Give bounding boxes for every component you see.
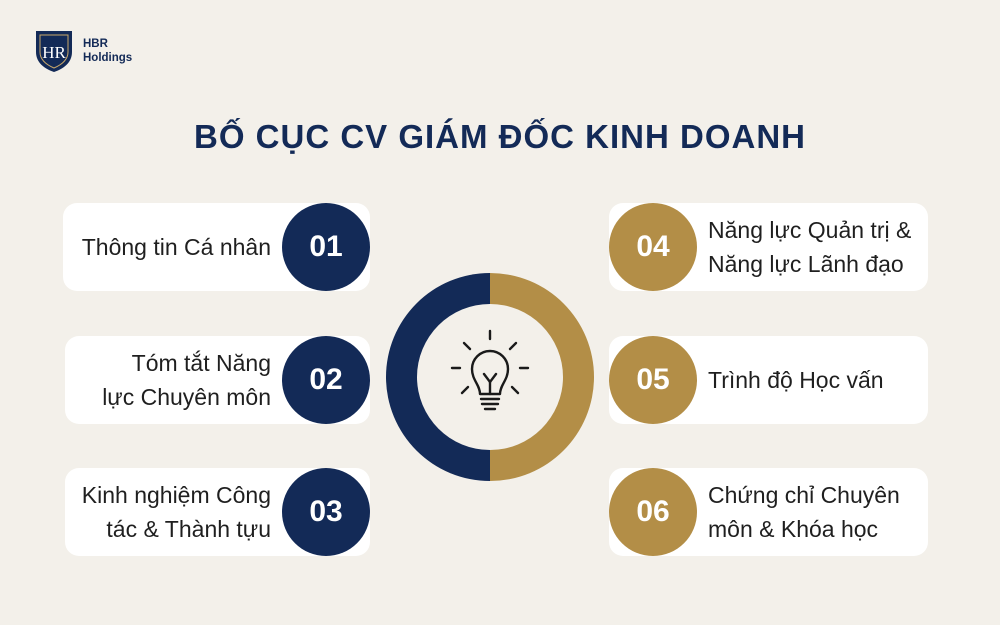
emblem-letters: HR bbox=[42, 43, 66, 62]
number-badge-06: 06 bbox=[609, 468, 697, 556]
number-badge-02: 02 bbox=[282, 336, 370, 424]
ring-inner bbox=[417, 304, 563, 450]
item-label-01: Thông tin Cá nhân bbox=[81, 234, 271, 260]
item-label-06: Chứng chỉ Chuyên môn & Khóa học bbox=[708, 482, 900, 542]
number-badge-01: 01 bbox=[282, 203, 370, 291]
number-badge-04: 04 bbox=[609, 203, 697, 291]
number-badge-05: 05 bbox=[609, 336, 697, 424]
brand-logo: HR HBR Holdings bbox=[33, 28, 132, 74]
shield-emblem-icon: HR bbox=[36, 31, 72, 72]
item-label-02: Tóm tắt Năng lực Chuyên môn bbox=[102, 350, 271, 410]
item-label-03: Kinh nghiệm Công tác & Thành tựu bbox=[81, 482, 271, 542]
item-label-05: Trình độ Học vấn bbox=[708, 367, 884, 393]
item-label-04: Năng lực Quản trị & Năng lực Lãnh đạo bbox=[708, 217, 912, 277]
brand-line-2: Holdings bbox=[83, 52, 133, 64]
page-title: BỐ CỤC CV GIÁM ĐỐC KINH DOANH bbox=[194, 118, 806, 155]
center-ring bbox=[386, 273, 594, 481]
brand-line-1: HBR bbox=[83, 38, 108, 50]
lightbulb-icon bbox=[450, 329, 530, 411]
number-badge-03: 03 bbox=[282, 468, 370, 556]
